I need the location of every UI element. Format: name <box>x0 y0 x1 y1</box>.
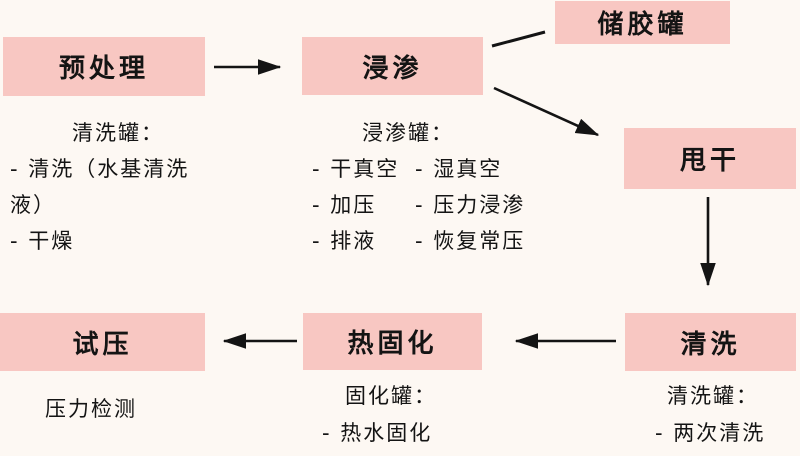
note-impregnate-line: - 压力浸渗 <box>415 193 526 217</box>
note-impregnate-heading: 浸渗罐： <box>362 121 454 145</box>
node-impregnate-label: 浸渗 <box>362 53 423 84</box>
note-pretreat-line: 液） <box>10 193 56 217</box>
node-glue-tank-label: 储胶罐 <box>597 10 688 40</box>
note-impregnate-line: - 加压 <box>312 193 377 217</box>
node-impregnate: 浸渗 <box>302 37 483 95</box>
note-pressure-test-line: 压力检测 <box>45 397 137 421</box>
node-pretreat-label: 预处理 <box>58 54 149 84</box>
note-pretreat-heading: 清洗罐： <box>72 121 164 145</box>
node-pressure-test-label: 试压 <box>72 329 133 360</box>
node-glue-tank: 储胶罐 <box>555 1 730 44</box>
note-impregnate-line: - 排液 <box>312 229 377 253</box>
node-pretreat: 预处理 <box>3 37 205 96</box>
node-spin-dry: 甩干 <box>624 128 796 189</box>
note-impregnate-line: - 干真空 <box>312 157 400 181</box>
node-cure: 热固化 <box>303 313 482 370</box>
line-impregnate-to-glue-tank <box>491 30 546 48</box>
note-pretreat-line: - 清洗（水基清洗 <box>10 157 190 181</box>
note-impregnate-line: - 湿真空 <box>415 157 503 181</box>
node-wash-label: 清洗 <box>680 329 741 360</box>
note-pretreat-line: - 干燥 <box>10 229 75 253</box>
note-wash-heading: 清洗罐： <box>667 384 759 408</box>
arrow-impregnate-to-spin-dry <box>493 86 600 137</box>
node-wash: 清洗 <box>625 313 796 371</box>
node-pressure-test: 试压 <box>0 313 205 371</box>
note-impregnate-line: - 恢复常压 <box>415 229 526 253</box>
node-spin-dry-label: 甩干 <box>679 146 740 176</box>
note-cure-line: - 热水固化 <box>322 421 433 445</box>
node-cure-label: 热固化 <box>347 329 438 359</box>
note-cure-heading: 固化罐： <box>345 384 437 408</box>
note-wash-line: - 两次清洗 <box>655 421 766 445</box>
